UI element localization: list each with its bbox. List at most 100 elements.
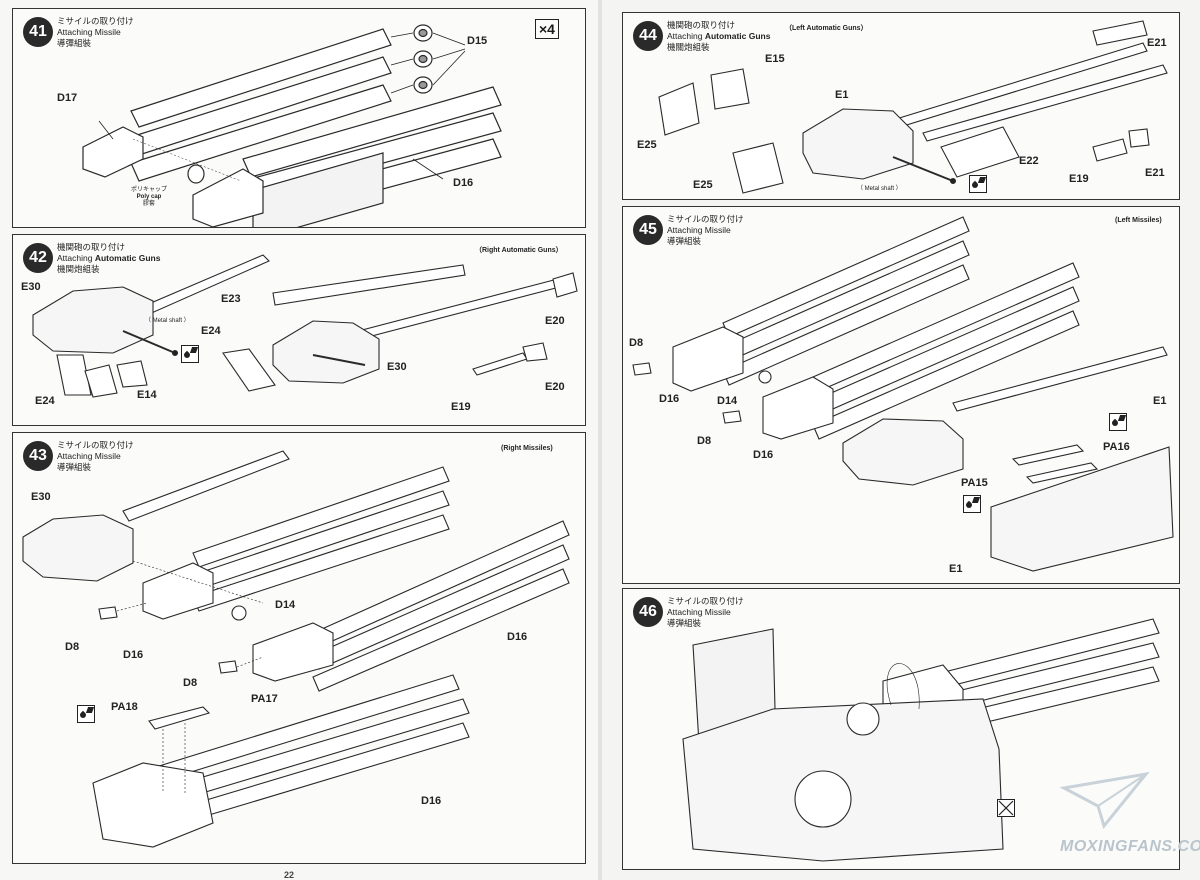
step-46-diagram: [623, 589, 1179, 869]
part-label-e1: E1: [1153, 395, 1167, 407]
step-44-title-ja: 機関砲の取り付け: [667, 20, 736, 30]
part-label-e19: E19: [1069, 173, 1089, 185]
part-label-e21: E21: [1145, 167, 1165, 179]
part-label-e19: E19: [451, 401, 471, 413]
part-label-d8: D8: [65, 641, 80, 653]
step-43-heading: ミサイルの取り付け Attaching Missile 導弾組裝: [57, 440, 134, 473]
part-label-pa16: PA16: [1103, 441, 1130, 453]
step-43-diagram: [13, 433, 585, 863]
page-number: 22: [284, 870, 295, 880]
step-45-title-en: Attaching Missile: [667, 225, 731, 235]
step-44-title-zh: 機關炮組裝: [667, 42, 710, 52]
step-41-number: 41: [23, 17, 53, 47]
step-44-heading: 機関砲の取り付け Attaching Automatic Guns 機關炮組裝: [667, 20, 770, 53]
step-42-title-en-pre: Attaching: [57, 253, 95, 263]
poly-cap-zh: 膠套: [143, 201, 156, 207]
step-42-number: 42: [23, 243, 53, 273]
glue-icon: [77, 705, 95, 723]
part-label-d14: D14: [717, 395, 738, 407]
step-46-title-ja: ミサイルの取り付け: [667, 596, 744, 606]
part-label-e23: E23: [221, 293, 241, 305]
step-45-diagram: [623, 207, 1179, 583]
part-label-d16: D16: [123, 649, 144, 661]
step-42-panel: 42 機関砲の取り付け Attaching Automatic Guns 機関炮…: [12, 234, 586, 426]
step-42-subtitle: （Right Automatic Guns）: [475, 247, 563, 254]
step-46-title-en: Attaching Missile: [667, 607, 731, 617]
step-42-diagram: [13, 235, 585, 425]
step-41-heading: ミサイルの取り付け Attaching Missile 導彈組裝: [57, 16, 134, 49]
part-label-e24: E24: [201, 325, 221, 337]
step-44-subtitle: （Left Automatic Guns）: [785, 25, 868, 32]
step-42-title-en: Attaching Automatic Guns: [57, 253, 160, 264]
part-label-d16: D16: [659, 393, 680, 405]
step-41-panel: 41 ミサイルの取り付け Attaching Missile 導彈組裝 ×4 D…: [12, 8, 586, 228]
part-label-e30: E30: [387, 361, 407, 373]
step-44-metal-shaft: （ Metal shaft ）: [857, 186, 902, 192]
step-41-title-en: Attaching Missile: [57, 27, 121, 37]
step-46-title-zh: 導弾組裝: [667, 618, 702, 628]
poly-cap-en: Poly cap: [136, 194, 162, 200]
part-label-d16: D16: [421, 795, 442, 807]
part-label-e30: E30: [21, 281, 41, 293]
no-glue-cross: [998, 800, 1014, 816]
part-label-e1: E1: [949, 563, 963, 575]
step-42-heading: 機関砲の取り付け Attaching Automatic Guns 機関炮組装: [57, 242, 160, 275]
step-42-title-en-bold: Automatic Guns: [94, 253, 161, 263]
part-label-d8: D8: [697, 435, 712, 447]
part-label-d16: D16: [753, 449, 774, 461]
step-41-title-ja: ミサイルの取り付け: [57, 16, 134, 26]
step-44-diagram: [623, 13, 1179, 199]
step-44-title-en: Attaching Automatic Guns: [667, 31, 770, 42]
part-label-d8: D8: [629, 337, 644, 349]
part-label-d8: D8: [183, 677, 198, 689]
part-label-pa15: PA15: [961, 477, 988, 489]
step-44-title-en-pre: Attaching: [667, 31, 705, 41]
step-43-panel: 43 ミサイルの取り付け Attaching Missile 導弾組裝 (Rig…: [12, 432, 586, 864]
step-45-subtitle: (Left Missiles): [1115, 217, 1162, 224]
glue-icon: [963, 495, 981, 513]
paper-plane-logo-icon: [1060, 771, 1150, 830]
step-43-title-ja: ミサイルの取り付け: [57, 440, 134, 450]
step-42-title-ja: 機関砲の取り付け: [57, 242, 126, 252]
step-43-subtitle: (Right Missiles): [501, 445, 553, 452]
part-label-e30: E30: [31, 491, 51, 503]
step-45-title-ja: ミサイルの取り付け: [667, 214, 744, 224]
step-45-title-zh: 導弾組裝: [667, 236, 702, 246]
step-44-panel: 44 機関砲の取り付け Attaching Automatic Guns 機關炮…: [622, 12, 1180, 200]
no-glue-icon: [997, 799, 1015, 817]
poly-cap-ja: ポリキャップ: [131, 187, 168, 193]
step-44-title-en-bold: Automatic Guns: [704, 31, 771, 41]
part-label-e15: E15: [765, 53, 785, 65]
step-45-panel: 45 ミサイルの取り付け Attaching Missile 導弾組裝 (Lef…: [622, 206, 1180, 584]
part-label-e25: E25: [637, 139, 657, 151]
part-label-e22: E22: [1019, 155, 1039, 167]
part-label-d14: D14: [275, 599, 296, 611]
step-41-diagram: [13, 9, 585, 227]
step-43-number: 43: [23, 441, 53, 471]
step-46-heading: ミサイルの取り付け Attaching Missile 導弾組裝: [667, 596, 744, 629]
part-label-d16: D16: [507, 631, 528, 643]
page-gutter: [598, 0, 602, 880]
glue-icon: [181, 345, 199, 363]
part-label-d16: D16: [453, 177, 474, 189]
part-label-d15: D15: [467, 35, 488, 47]
glue-icon: [969, 175, 987, 193]
step-43-title-zh: 導弾組裝: [57, 462, 92, 472]
step-41-multiplier: ×4: [535, 19, 559, 39]
part-label-e24: E24: [35, 395, 55, 407]
part-label-e21: E21: [1147, 37, 1167, 49]
glue-icon: [1109, 413, 1127, 431]
step-42-title-zh: 機関炮組装: [57, 264, 100, 274]
part-label-e20: E20: [545, 381, 565, 393]
step-41-title-zh: 導彈組裝: [57, 38, 92, 48]
step-44-number: 44: [633, 21, 663, 51]
part-label-d17: D17: [57, 92, 78, 104]
step-43-title-en: Attaching Missile: [57, 451, 121, 461]
watermark-text: MOXINGFANS.COM: [1060, 838, 1200, 855]
step-45-heading: ミサイルの取り付け Attaching Missile 導弾組裝: [667, 214, 744, 247]
part-label-pa17: PA17: [251, 693, 278, 705]
step-46-panel: 46 ミサイルの取り付け Attaching Missile 導弾組裝: [622, 588, 1180, 870]
part-label-e1: E1: [835, 89, 849, 101]
step-45-number: 45: [633, 215, 663, 245]
poly-cap-note: ポリキャップ Poly cap 膠套: [131, 187, 167, 208]
